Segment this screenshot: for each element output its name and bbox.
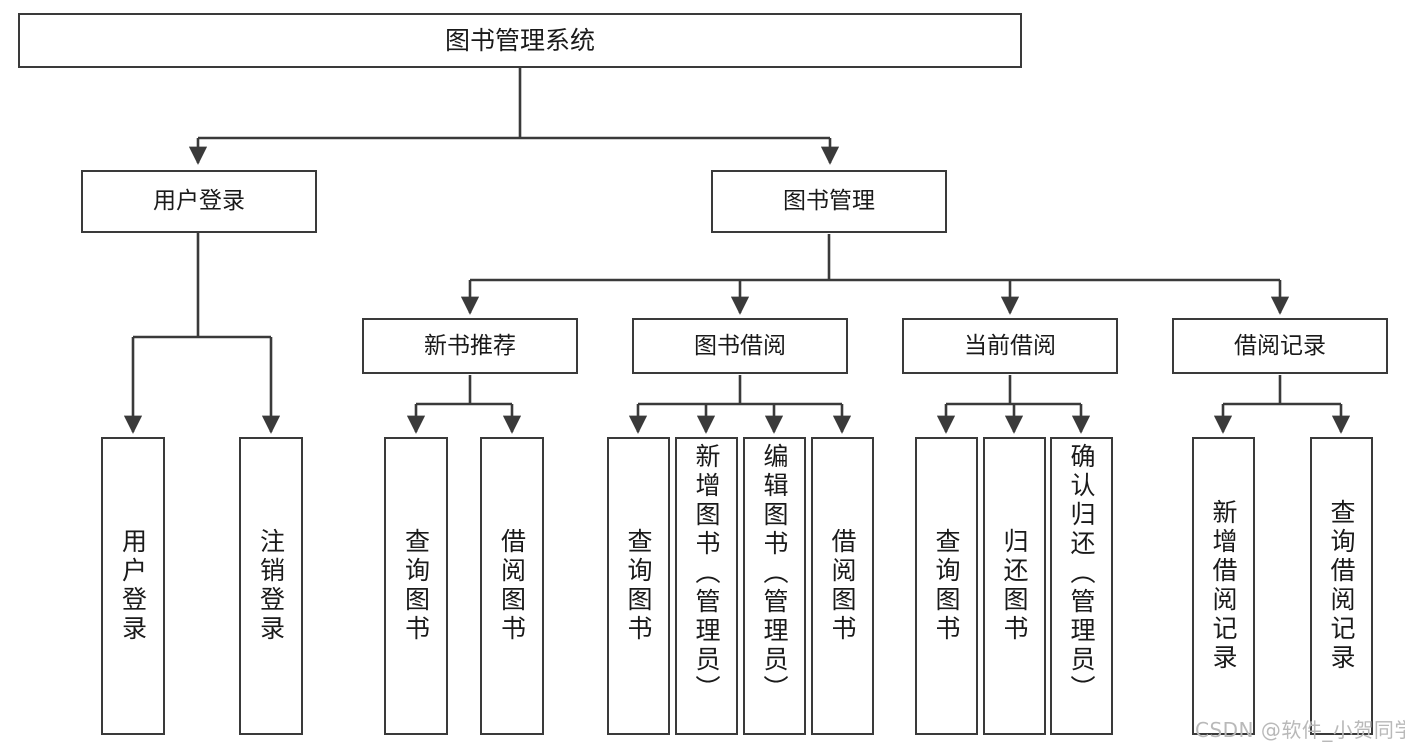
leaf-user-login-logout[interactable]: 注销登录 [239, 437, 303, 735]
node-new-book-recommend[interactable]: 新书推荐 [362, 318, 578, 374]
node-label: 图书管理系统 [444, 25, 595, 55]
node-borrow-record[interactable]: 借阅记录 [1172, 318, 1388, 374]
leaf-book-borrow-add-book-admin[interactable]: 新增图书（管理员） [675, 437, 738, 735]
leaf-book-borrow-query-book[interactable]: 查询图书 [607, 437, 670, 735]
leaf-book-borrow-borrow-book[interactable]: 借阅图书 [811, 437, 874, 735]
node-current-borrow[interactable]: 当前借阅 [902, 318, 1118, 374]
node-label: 新增借阅记录 [1209, 499, 1238, 673]
leaf-current-borrow-query-book[interactable]: 查询图书 [915, 437, 978, 735]
leaf-borrow-record-add-record[interactable]: 新增借阅记录 [1192, 437, 1255, 735]
leaf-new-book-borrow-book[interactable]: 借阅图书 [480, 437, 544, 735]
node-label: 查询借阅记录 [1327, 499, 1356, 673]
leaf-user-login-login[interactable]: 用户登录 [101, 437, 165, 735]
node-label: 借阅图书 [497, 528, 527, 644]
node-root-book-management-system[interactable]: 图书管理系统 [18, 13, 1022, 68]
node-label: 注销登录 [256, 528, 286, 644]
node-label: 查询图书 [401, 528, 431, 644]
node-label: 借阅图书 [828, 528, 857, 644]
node-label: 新增图书（管理员） [692, 443, 721, 704]
node-label: 确认归还（管理员） [1067, 443, 1096, 704]
node-label: 编辑图书（管理员） [760, 443, 789, 704]
csdn-watermark: CSDN @软件_小贺同学 [1195, 718, 1405, 742]
node-label: 用户登录 [118, 528, 148, 644]
node-label: 查询图书 [624, 528, 653, 644]
leaf-borrow-record-query-record[interactable]: 查询借阅记录 [1310, 437, 1373, 735]
node-label: 用户登录 [153, 188, 245, 215]
node-book-management[interactable]: 图书管理 [711, 170, 947, 233]
node-label: 图书管理 [783, 188, 875, 215]
leaf-current-borrow-return-book[interactable]: 归还图书 [983, 437, 1046, 735]
node-label: 新书推荐 [424, 332, 516, 359]
node-label: 归还图书 [1000, 528, 1029, 644]
leaf-new-book-query-book[interactable]: 查询图书 [384, 437, 448, 735]
node-book-borrow[interactable]: 图书借阅 [632, 318, 848, 374]
leaf-current-borrow-confirm-return-admin[interactable]: 确认归还（管理员） [1050, 437, 1113, 735]
node-user-login[interactable]: 用户登录 [81, 170, 317, 233]
leaf-book-borrow-edit-book-admin[interactable]: 编辑图书（管理员） [743, 437, 806, 735]
node-label: 查询图书 [932, 528, 961, 644]
node-label: 图书借阅 [694, 332, 786, 359]
node-label: 当前借阅 [964, 332, 1056, 359]
node-label: 借阅记录 [1234, 332, 1326, 359]
